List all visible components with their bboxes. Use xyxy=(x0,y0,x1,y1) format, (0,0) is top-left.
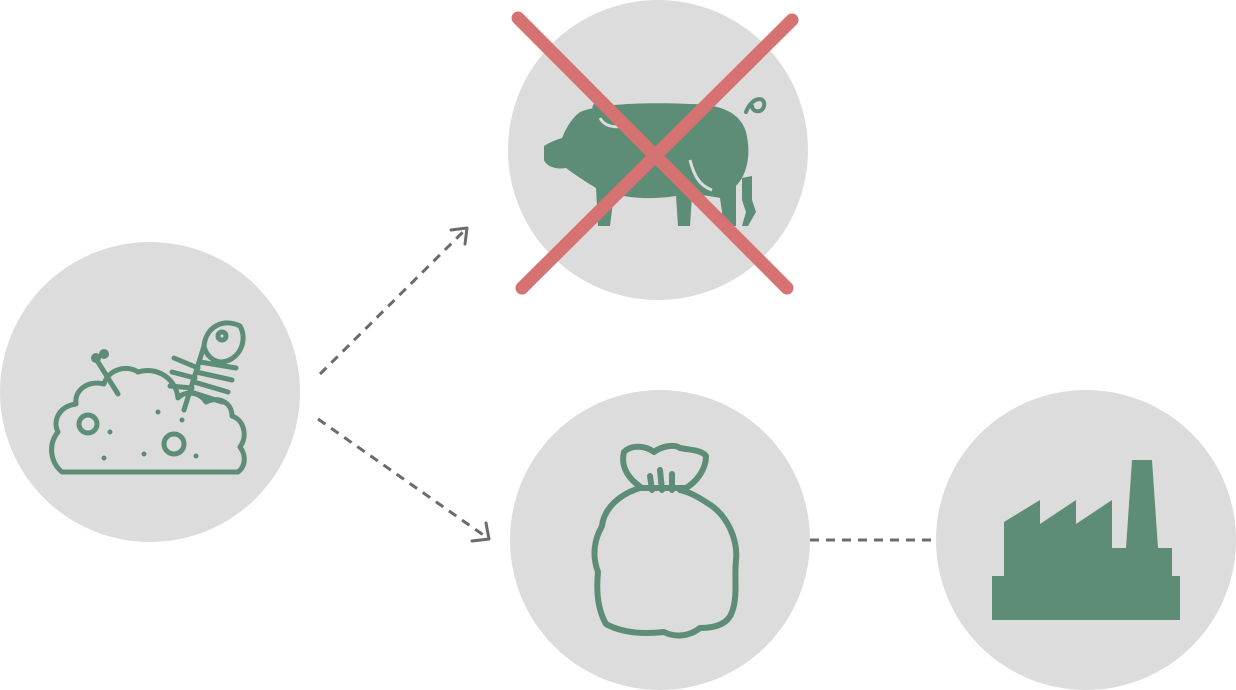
node-animal-feed xyxy=(508,0,808,300)
arrow-to-animal-feed xyxy=(318,226,469,376)
node-circle xyxy=(0,242,300,542)
node-waste-bag xyxy=(510,390,810,690)
cross-out-icon xyxy=(511,11,799,295)
node-circle xyxy=(510,390,810,690)
node-food-waste xyxy=(0,242,300,542)
arrow-to-waste-bag-head xyxy=(470,521,491,543)
node-factory xyxy=(936,390,1236,690)
food-waste-icon xyxy=(49,320,247,475)
arrow-to-waste-bag xyxy=(317,417,490,541)
connectors xyxy=(317,226,936,543)
arrow-to-animal-feed-head xyxy=(449,226,469,246)
factory-icon xyxy=(992,460,1180,620)
garbage-bag-icon xyxy=(591,442,740,639)
